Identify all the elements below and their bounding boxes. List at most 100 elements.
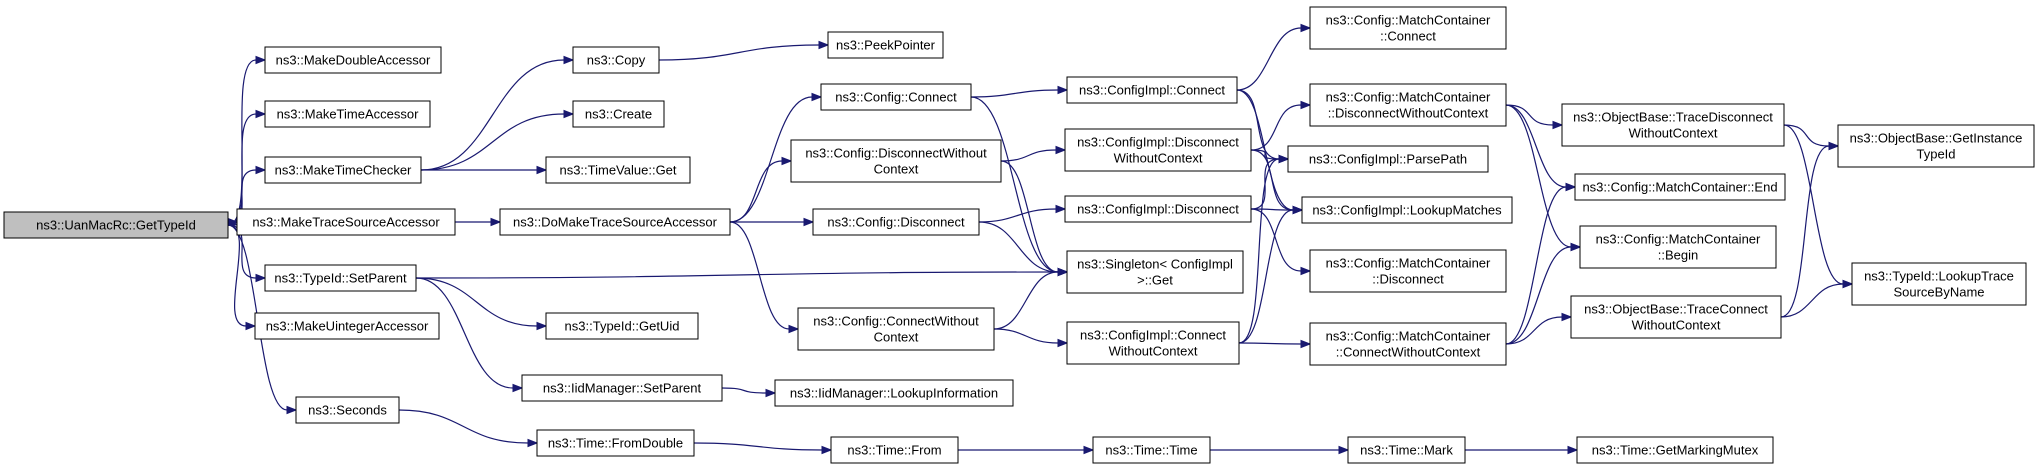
node-box	[1287, 145, 1489, 173]
arrowhead	[1055, 204, 1067, 214]
node-label: ns3::DoMakeTraceSourceAccessor	[513, 215, 718, 230]
arrowhead	[1057, 267, 1069, 277]
node-mcConnect[interactable]: ns3::Config::MatchContainer::Connect	[1309, 6, 1507, 50]
arrowhead	[1300, 339, 1312, 349]
arrowhead	[245, 321, 257, 331]
node-box	[1579, 225, 1777, 269]
call-edge-implDisconnectWithoutContext-implLookupMatches	[1250, 149, 1294, 211]
node-makeTraceSourceAccessor[interactable]: ns3::MakeTraceSourceAccessor	[236, 208, 456, 236]
arrowhead	[1828, 141, 1840, 151]
node-box	[1301, 196, 1513, 224]
node-makeDoubleAccessor[interactable]: ns3::MakeDoubleAccessor	[264, 46, 442, 74]
node-label: WithoutContext	[1114, 151, 1203, 166]
node-mcConnectWithoutContext[interactable]: ns3::Config::MatchContainer::ConnectWith…	[1309, 322, 1507, 366]
node-box	[1309, 83, 1507, 127]
node-typeIdGetUid[interactable]: ns3::TypeId::GetUid	[545, 312, 699, 340]
call-edge-mcDisconnectWithoutContext-mcBegin	[1505, 104, 1572, 248]
node-configConnectWithoutContext[interactable]: ns3::Config::ConnectWithoutContext	[797, 307, 995, 351]
call-edge-copy-peekPointer	[658, 44, 820, 61]
node-timeFromDouble[interactable]: ns3::Time::FromDouble	[536, 429, 695, 457]
arrowhead	[490, 217, 502, 227]
node-label: ns3::Config::MatchContainer	[1596, 232, 1761, 247]
node-label: ns3::Config::Connect	[835, 90, 957, 105]
arrowhead	[1278, 154, 1290, 164]
node-label: ns3::IidManager::LookupInformation	[790, 386, 998, 401]
call-edge-timeFromDouble-timeFrom	[693, 442, 823, 451]
node-mcDisconnectWithoutContext[interactable]: ns3::Config::MatchContainer::DisconnectW…	[1309, 83, 1507, 127]
node-timeTime[interactable]: ns3::Time::Time	[1092, 436, 1211, 464]
node-box	[521, 374, 723, 402]
node-box	[1309, 322, 1507, 366]
call-edge-typeIdSetParent-typeIdGetUid	[415, 277, 538, 327]
arrowhead	[1561, 312, 1573, 322]
node-label: Context	[874, 162, 919, 177]
call-edge-configConnectWithoutContext-singletonGet	[993, 271, 1059, 330]
call-edge-mcConnectWithoutContext-obTraceConnect	[1505, 316, 1563, 345]
node-implConnectWithoutContext[interactable]: ns3::ConfigImpl::ConnectWithoutContext	[1066, 321, 1240, 365]
node-root[interactable]: ns3::UanMacRc::GetTypeId	[3, 211, 229, 239]
node-getMarkingMutex[interactable]: ns3::Time::GetMarkingMutex	[1576, 436, 1774, 464]
node-implLookupMatches[interactable]: ns3::ConfigImpl::LookupMatches	[1301, 196, 1513, 224]
node-label: ns3::TimeValue::Get	[559, 163, 676, 178]
call-edge-implDisconnect-mcDisconnect	[1250, 208, 1302, 272]
node-create[interactable]: ns3::Create	[572, 100, 665, 128]
node-label: ns3::Time::From	[847, 443, 941, 458]
node-singletonGet[interactable]: ns3::Singleton< ConfigImpl >::Get	[1066, 250, 1244, 294]
node-timeFrom[interactable]: ns3::Time::From	[830, 436, 959, 464]
node-configConnect[interactable]: ns3::Config::Connect	[820, 83, 972, 111]
node-doMakeTraceSourceAccessor[interactable]: ns3::DoMakeTraceSourceAccessor	[499, 208, 731, 236]
arrowhead	[811, 92, 823, 102]
call-edge-implDisconnect-implLookupMatches	[1250, 208, 1294, 211]
call-edge-obTraceDisconnect-obGetInstanceTypeId	[1783, 124, 1830, 147]
call-edge-typeIdSetParent-iidManagerSetParent	[415, 277, 514, 389]
node-timeMark[interactable]: ns3::Time::Mark	[1347, 436, 1466, 464]
call-edge-root-makeTimeAccessor	[227, 113, 257, 226]
node-seconds[interactable]: ns3::Seconds	[295, 396, 400, 424]
node-label: ns3::Copy	[587, 53, 646, 68]
node-iidManagerSetParent[interactable]: ns3::IidManager::SetParent	[521, 374, 723, 402]
node-obTraceConnect[interactable]: ns3::ObjectBase::TraceConnectWithoutCont…	[1570, 295, 1782, 339]
call-graph-nodes: ns3::UanMacRc::GetTypeId ns3::MakeDoubleA…	[3, 6, 2035, 464]
node-implDisconnectWithoutContext[interactable]: ns3::ConfigImpl::DisconnectWithoutContex…	[1064, 128, 1252, 172]
node-box	[830, 436, 959, 464]
node-mcEnd[interactable]: ns3::Config::MatchContainer::End	[1574, 173, 1786, 201]
node-box	[1066, 321, 1240, 365]
node-box	[545, 156, 691, 184]
call-edge-obTraceDisconnect-lookupTraceSource	[1783, 124, 1844, 285]
node-configDisconnect[interactable]: ns3::Config::Disconnect	[812, 208, 980, 236]
call-edge-configDisconnectWithoutContext-implDisconnectWithoutContext	[1000, 149, 1057, 162]
node-implParsePath[interactable]: ns3::ConfigImpl::ParsePath	[1287, 145, 1489, 173]
call-edge-configConnect-implConnect	[970, 89, 1059, 98]
node-label: ns3::PeekPointer	[836, 38, 936, 53]
node-configDisconnectWithoutContext[interactable]: ns3::Config::DisconnectWithoutContext	[790, 139, 1002, 183]
node-makeUintegerAccessor[interactable]: ns3::MakeUintegerAccessor	[254, 312, 440, 340]
node-label: ns3::ObjectBase::TraceDisconnect	[1573, 110, 1773, 125]
node-timeValueGet[interactable]: ns3::TimeValue::Get	[545, 156, 691, 184]
node-iidManagerLookupInformation[interactable]: ns3::IidManager::LookupInformation	[774, 379, 1014, 407]
node-box	[1574, 173, 1786, 201]
node-copy[interactable]: ns3::Copy	[572, 46, 660, 74]
node-box	[572, 100, 665, 128]
node-makeTimeAccessor[interactable]: ns3::MakeTimeAccessor	[264, 100, 431, 128]
call-edge-typeIdSetParent-singletonGet	[415, 271, 1059, 279]
node-implConnect[interactable]: ns3::ConfigImpl::Connect	[1066, 76, 1238, 104]
node-implDisconnect[interactable]: ns3::ConfigImpl::Disconnect	[1064, 195, 1252, 223]
node-label: ns3::MakeDoubleAccessor	[276, 53, 431, 68]
node-obTraceDisconnect[interactable]: ns3::ObjectBase::TraceDisconnectWithoutC…	[1561, 103, 1785, 147]
node-mcBegin[interactable]: ns3::Config::MatchContainer::Begin	[1579, 225, 1777, 269]
arrowhead	[512, 383, 524, 393]
node-makeTimeChecker[interactable]: ns3::MakeTimeChecker	[264, 156, 422, 184]
node-box	[820, 83, 972, 111]
node-label: ns3::Config::MatchContainer	[1326, 256, 1491, 271]
node-label: ::ConnectWithoutContext	[1336, 345, 1481, 360]
node-label: ns3::MakeTimeAccessor	[277, 107, 420, 122]
node-mcDisconnect[interactable]: ns3::Config::MatchContainer::Disconnect	[1309, 249, 1507, 293]
node-typeIdSetParent[interactable]: ns3::TypeId::SetParent	[264, 264, 417, 292]
arrowhead	[1842, 279, 1854, 289]
node-peekPointer[interactable]: ns3::PeekPointer	[827, 31, 944, 59]
arrowhead	[1300, 23, 1312, 33]
arrowhead	[536, 165, 548, 175]
